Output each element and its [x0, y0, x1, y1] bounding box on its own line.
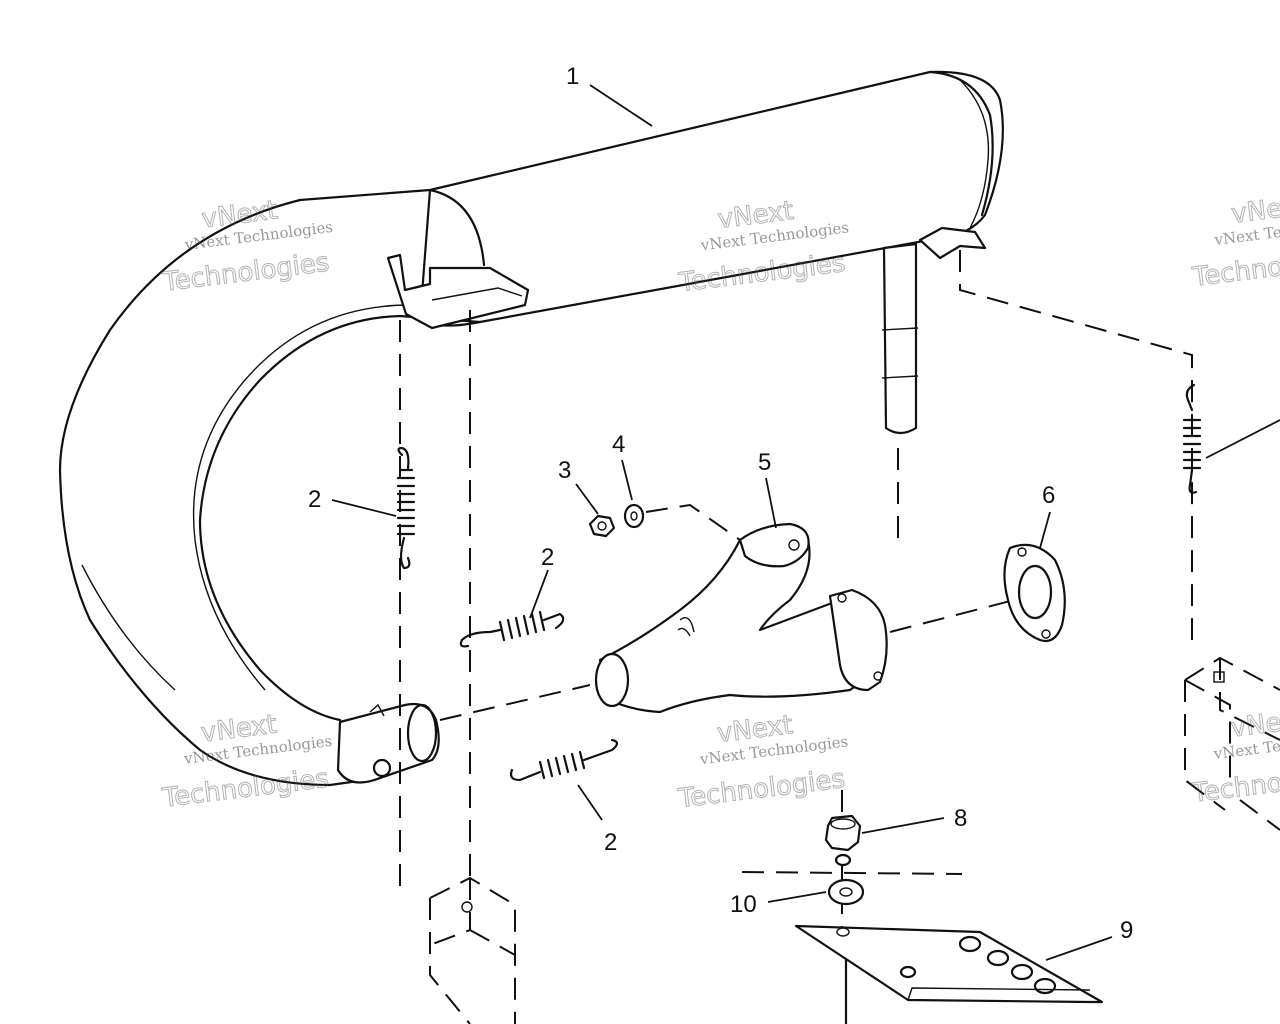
callout-4: 4 — [612, 431, 625, 458]
watermark-bottom-center: vNext Technologies vNext Technologies — [676, 710, 850, 815]
muffler-assembly — [58, 70, 1004, 787]
callout-9: 9 — [1120, 917, 1133, 944]
watermark-top-left: vNext Technologies vNext Technologies — [160, 195, 334, 298]
align-line-mount — [741, 871, 963, 875]
lock-washer — [834, 853, 852, 867]
head-pipe-inner — [198, 314, 482, 722]
align-line-gasket — [889, 597, 1023, 633]
hanger-bracket — [386, 253, 530, 330]
svg-text:Technologies: Technologies — [160, 764, 330, 814]
mount-plate-part-9 — [794, 924, 1104, 1004]
outlet-pipe — [882, 242, 918, 435]
svg-text:vNext: vNext — [1229, 705, 1280, 744]
watermark-top-right: vNext Technologies vNext Technologies — [1190, 190, 1280, 293]
head-pipe-highlight-2 — [81, 564, 176, 691]
muffler-rear-tab — [918, 226, 987, 260]
spring-middle — [459, 610, 565, 648]
spring-lower — [509, 738, 619, 782]
washer-part-10 — [827, 878, 865, 906]
callout-labels: 1 2 2 2 3 4 5 6 8 9 10 — [308, 63, 1133, 944]
gasket-part-6 — [1003, 543, 1066, 643]
muffler-canister — [418, 70, 1004, 327]
hanger-bracket-detail — [431, 287, 523, 301]
watermark-bottom-left: vNext Technologies vNext Technologies — [160, 709, 334, 814]
align-line-stud — [645, 503, 741, 541]
svg-text:Technologies: Technologies — [1190, 243, 1280, 293]
chassis-bracket-right — [1184, 656, 1280, 831]
head-pipe-outer — [58, 188, 432, 787]
callout-3: 3 — [558, 457, 571, 484]
muffler-seam — [428, 188, 486, 267]
leader-lines — [331, 84, 1280, 961]
svg-text:vNext: vNext — [1230, 191, 1280, 230]
svg-text:Technologies: Technologies — [1190, 759, 1280, 809]
callout-6: 6 — [1042, 482, 1055, 509]
callout-1: 1 — [566, 63, 579, 90]
callout-2-lower: 2 — [604, 829, 617, 856]
coupler-spring-hook — [372, 758, 392, 778]
callout-5: 5 — [758, 449, 771, 476]
nut-part-8 — [824, 814, 862, 852]
svg-text:Technologies: Technologies — [161, 248, 331, 298]
align-line-right — [959, 250, 1193, 640]
callout-2-middle: 2 — [541, 544, 554, 571]
muffler-end-cap-inner — [957, 77, 990, 229]
align-line-coupler — [439, 684, 591, 721]
spring-left — [396, 446, 416, 570]
watermark-bottom-right: vNext Technologies vNext Technologies — [1189, 704, 1280, 809]
y-manifold-part-5 — [594, 522, 888, 714]
muffler-end-cap — [928, 70, 994, 217]
coupler-tab — [369, 703, 385, 717]
callout-8: 8 — [954, 805, 967, 832]
spring-right — [1182, 383, 1202, 494]
alignment-lines — [399, 250, 1193, 940]
outlet-pipe-band — [881, 327, 919, 379]
head-pipe-highlight — [192, 304, 411, 691]
nut-part-3 — [588, 514, 616, 538]
chassis-bracket-bottom-left — [429, 876, 516, 1024]
callout-10: 10 — [730, 891, 757, 918]
coupler-ring — [406, 703, 438, 763]
washer-part-4 — [623, 503, 645, 529]
callout-2-left: 2 — [308, 486, 321, 513]
svg-text:Technologies: Technologies — [676, 764, 846, 814]
